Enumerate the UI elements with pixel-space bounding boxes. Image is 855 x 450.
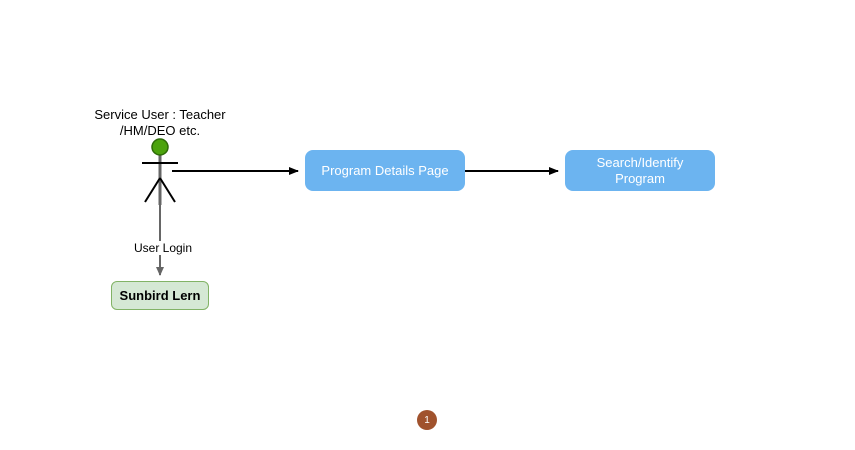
node-search-identify-program[interactable]: Search/Identify Program xyxy=(565,150,715,191)
node-program-details-page-label: Program Details Page xyxy=(321,162,449,178)
node-sunbird-lern[interactable]: Sunbird Lern xyxy=(111,281,209,310)
page-number-badge: 1 xyxy=(417,410,437,430)
actor-leg-right-line xyxy=(159,177,176,203)
node-sunbird-lern-label: Sunbird Lern xyxy=(119,288,201,303)
node-program-details-page[interactable]: Program Details Page xyxy=(305,150,465,191)
actor-label: Service User : Teacher /HM/DEO etc. xyxy=(94,107,226,138)
actor-leg-left-line xyxy=(144,177,161,203)
node-search-identify-program-label: Search/Identify Program xyxy=(596,154,684,186)
actor-head-icon xyxy=(151,138,169,156)
edge-label-user-login: User Login xyxy=(121,241,205,255)
actor-figure xyxy=(142,138,178,205)
page-number-badge-label: 1 xyxy=(424,414,430,426)
